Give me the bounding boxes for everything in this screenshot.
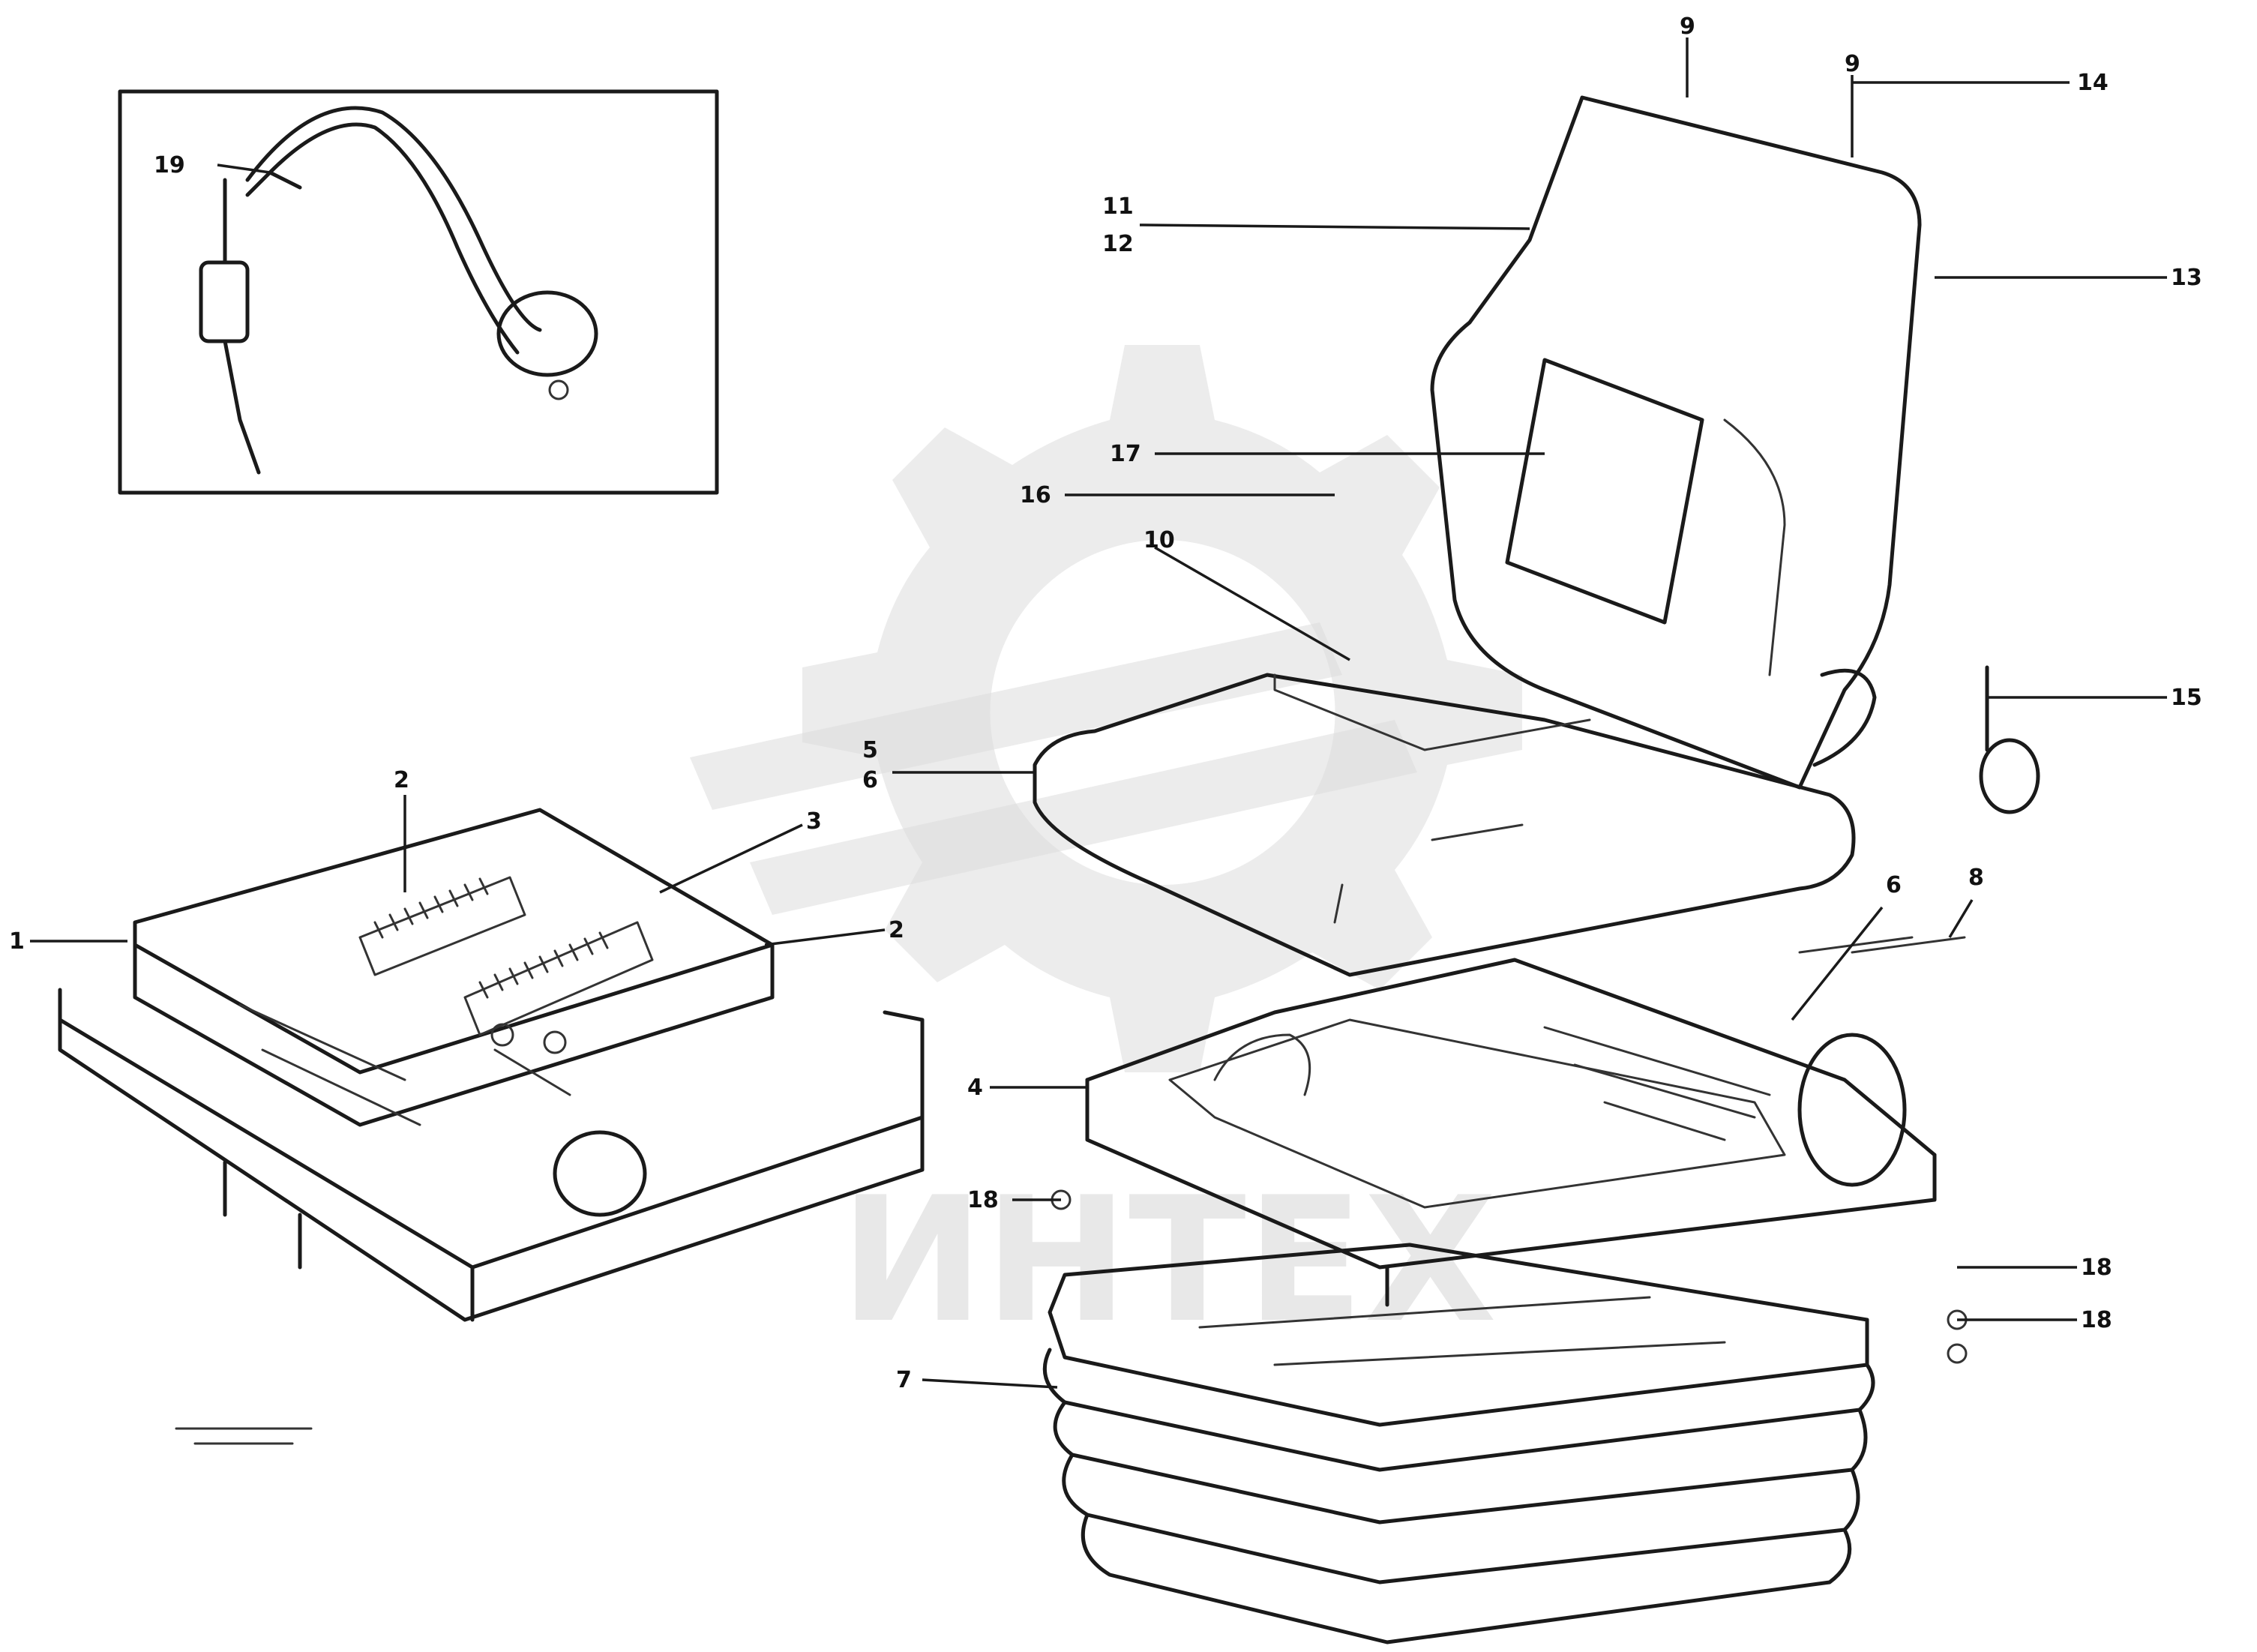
callout-3: 3 (806, 808, 822, 835)
seat-backrest (1430, 95, 1922, 790)
rail-top-frame (133, 808, 775, 1127)
callout-11: 11 (1102, 193, 1134, 220)
callout-8: 8 (1968, 865, 1984, 891)
rail-base-frame (58, 988, 925, 1322)
callout-18b: 18 (2081, 1307, 2112, 1333)
backrest-seam (1723, 418, 1786, 676)
callout-19: 19 (154, 152, 185, 178)
rail-top-edge (133, 943, 775, 1075)
frame-slats (1543, 1026, 1771, 1141)
rail-base-edge (58, 1018, 925, 1270)
bellows-fold-2 (1053, 1400, 1868, 1525)
buckle-latch (245, 170, 302, 197)
frame-inner (1168, 1018, 1786, 1209)
frame-loop (1213, 1033, 1311, 1096)
buckle-strap (223, 178, 261, 475)
ring-part (1979, 738, 2040, 814)
callout-6: 6 (1886, 872, 1902, 898)
callout-5b: 6 (862, 767, 878, 793)
frame-outline-lower (1085, 1078, 1937, 1270)
cushion-insert (1273, 673, 1591, 751)
retractor-bolt (548, 379, 569, 400)
callout-5a: 5 (862, 737, 878, 763)
belt-strap (245, 106, 542, 332)
callout-15: 15 (2171, 685, 2202, 711)
watermark-stripe (690, 622, 1342, 810)
seat-suspension-frame (1085, 958, 1937, 1307)
callout-labels: 1 2 3 2 4 5 6 6 7 8 9 9 10 11 12 13 14 1… (9, 13, 2202, 1393)
bellows-fold-4 (1081, 1513, 1852, 1645)
bellows-fold-3 (1062, 1453, 1860, 1585)
belt-buckle (199, 260, 250, 343)
seat-cushion (1033, 673, 1856, 977)
inset-frame (118, 89, 719, 495)
leader-lines (30, 37, 2167, 1389)
seat-slide-rail-assembly (58, 808, 925, 1322)
nut (1947, 1343, 1968, 1364)
callout-16: 16 (1020, 482, 1051, 508)
callout-7: 7 (896, 1367, 912, 1393)
rail-brackets (223, 1160, 302, 1270)
bellows-top-detail (1198, 1296, 1726, 1366)
callout-9a: 9 (1680, 13, 1695, 40)
callout-4: 4 (967, 1075, 983, 1101)
backrest-outline (1430, 95, 1922, 790)
rail-bolt (490, 1023, 514, 1047)
rail-inner-lines (238, 1003, 571, 1126)
inset-seat-belt-detail (118, 89, 719, 495)
backrest-pocket (1505, 358, 1704, 625)
small-clips (1798, 936, 1966, 954)
callout-2b: 2 (889, 917, 904, 943)
adjust-knob (553, 1130, 647, 1217)
belt-retractor (496, 290, 598, 377)
callout-2a: 2 (394, 767, 409, 793)
callout-17: 17 (1110, 441, 1141, 467)
callout-9b: 9 (1845, 51, 1860, 77)
rail-bolt (543, 1030, 567, 1054)
drawing-reference (175, 1427, 313, 1445)
watermark-stripe (750, 720, 1417, 915)
spring-pack-1 (358, 876, 526, 976)
spring-pack-2 (463, 921, 654, 1036)
spring-coils-1 (373, 877, 489, 939)
cushion-outline (1033, 673, 1856, 977)
callout-18c: 18 (967, 1187, 999, 1213)
armrest-pad (1797, 1033, 1907, 1187)
watermark: ИНТЕХ (690, 345, 1522, 1361)
callout-1: 1 (9, 928, 25, 955)
callout-12: 12 (1102, 231, 1134, 257)
bellows-fold-1 (1042, 1348, 1875, 1472)
frame-outline-upper (1085, 958, 1937, 1157)
callout-10: 10 (1143, 527, 1175, 553)
callout-14: 14 (2077, 70, 2109, 96)
bellows-top (1048, 1243, 1869, 1427)
cushion-seams (1333, 823, 1524, 924)
belt-strap-edge (268, 122, 520, 355)
watermark-text: ИНТЕХ (840, 1161, 1497, 1361)
callout-18a: 18 (2081, 1255, 2112, 1281)
callout-13: 13 (2171, 265, 2202, 291)
spring-coils-2 (478, 931, 609, 999)
backrest-hinge (1812, 668, 1877, 767)
seat-bellows-base (1042, 1243, 1875, 1645)
